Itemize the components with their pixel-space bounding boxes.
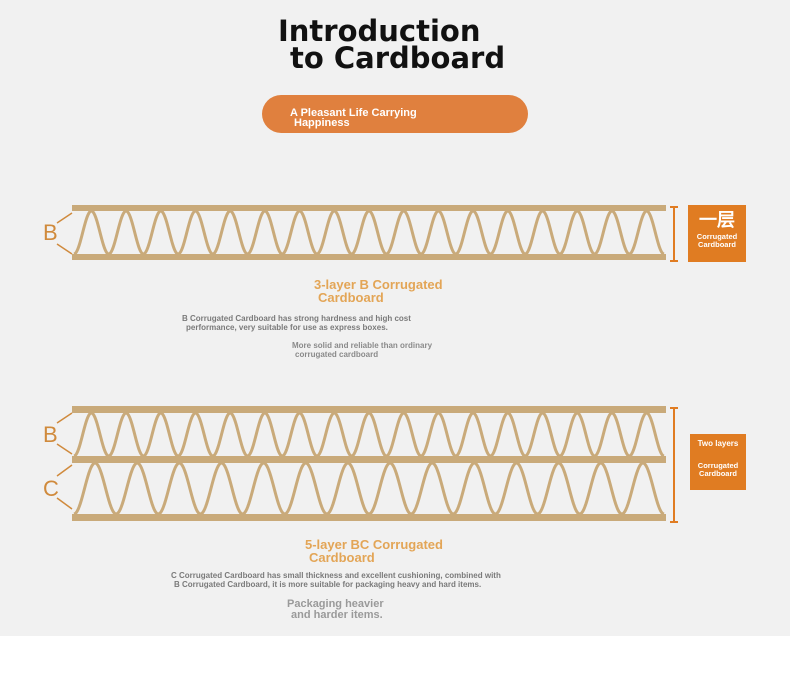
bottom-liner xyxy=(72,254,666,260)
thickness-bracket-b xyxy=(670,206,678,262)
top-liner xyxy=(72,406,666,413)
desc-line-2: performance, very suitable for use as ex… xyxy=(186,323,388,332)
page-title: Introduction to Cardboard xyxy=(278,14,538,75)
section-note-3-layer: More solid and reliable than ordinary co… xyxy=(292,341,432,359)
flute-pointer-b-upper xyxy=(56,412,73,455)
section-description-5-layer: C Corrugated Cardboard has small thickne… xyxy=(171,571,501,589)
section-note-5-layer: Packaging heavier and harder items. xyxy=(287,599,384,621)
badge-text-2: Cardboard xyxy=(699,469,737,478)
c-flute-wave xyxy=(73,461,665,516)
middle-liner xyxy=(72,456,666,463)
section-description-3-layer: B Corrugated Cardboard has strong hardne… xyxy=(182,314,411,332)
corrugated-diagram-b xyxy=(72,205,666,260)
badge-title: 一层 xyxy=(699,210,735,230)
title-line-1: Introduction xyxy=(278,14,481,48)
note-line-2: and harder items. xyxy=(291,609,383,621)
b-flute-wave xyxy=(73,209,665,256)
bottom-liner xyxy=(72,514,666,521)
board-5-layer-bc xyxy=(72,406,666,524)
flute-letter-b: B xyxy=(43,220,58,245)
top-liner xyxy=(72,205,666,211)
heading-line-1: 5-layer BC Corrugated xyxy=(305,537,443,552)
desc-line-1: B Corrugated Cardboard has strong hardne… xyxy=(182,314,411,323)
flute-letter-c: C xyxy=(43,476,59,501)
note-line-2: corrugated cardboard xyxy=(295,350,379,359)
thickness-bracket-bc xyxy=(670,407,678,523)
note-line-1: More solid and reliable than ordinary xyxy=(292,341,433,350)
badge-text-1: Corrugated xyxy=(696,232,738,241)
section-heading-5-layer: 5-layer BC Corrugated Cardboard xyxy=(305,538,443,564)
corrugated-diagram-bc xyxy=(72,406,666,521)
board-3-layer-b xyxy=(72,205,666,263)
flute-pointer-c xyxy=(56,464,73,510)
desc-line-2: B Corrugated Cardboard, it is more suita… xyxy=(174,580,482,589)
tagline-pill: A Pleasant Life Carrying Happiness xyxy=(262,95,528,133)
desc-line-1: C Corrugated Cardboard has small thickne… xyxy=(171,571,501,580)
layer-badge-two: Two layers Corrugated Cardboard xyxy=(690,434,746,490)
flute-letter-b-upper: B xyxy=(43,422,58,447)
flute-pointer-b xyxy=(56,212,73,255)
note-line-1: Packaging heavier xyxy=(287,598,384,610)
heading-line-2: Cardboard xyxy=(309,550,375,565)
b-flute-wave xyxy=(73,411,665,458)
badge-text-2: Cardboard xyxy=(698,240,736,249)
badge-text-1: Corrugated xyxy=(697,461,739,470)
title-line-2: to Cardboard xyxy=(290,41,506,75)
infographic-canvas: Introduction to Cardboard A Pleasant Lif… xyxy=(0,0,790,636)
heading-line-2: Cardboard xyxy=(318,290,384,305)
tagline-line-1: A Pleasant Life Carrying xyxy=(290,107,417,119)
tagline-line-2: Happiness xyxy=(294,117,350,129)
section-heading-3-layer: 3-layer B Corrugated Cardboard xyxy=(314,278,443,304)
badge-title: Two layers xyxy=(697,439,739,448)
heading-line-1: 3-layer B Corrugated xyxy=(314,277,443,292)
layer-badge-one: 一层 Corrugated Cardboard xyxy=(688,205,746,262)
